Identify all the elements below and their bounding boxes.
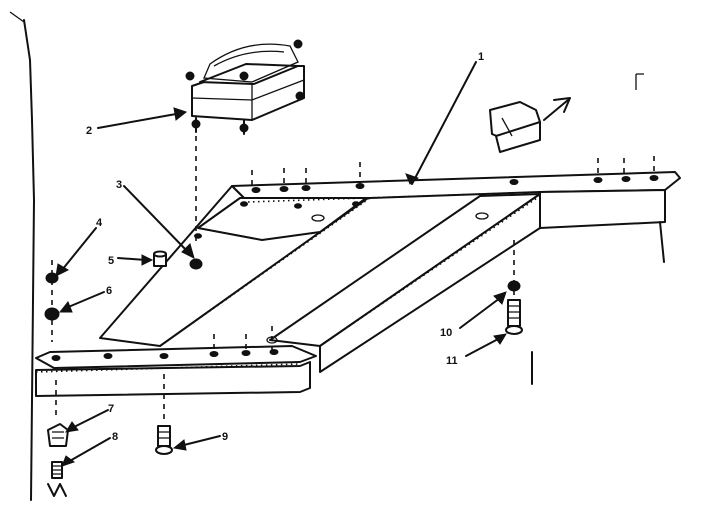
center-rail-side — [319, 193, 541, 373]
stray-mark — [659, 221, 665, 263]
right-fasteners — [505, 240, 523, 335]
left-washers — [44, 260, 60, 342]
callout-6: 6 — [106, 285, 112, 297]
front-rail-fasteners — [51, 326, 279, 361]
callout-5: 5 — [108, 255, 114, 267]
stray-mark — [635, 73, 644, 90]
callout-4: 4 — [96, 217, 103, 229]
grommet — [189, 258, 203, 270]
leader-lines — [55, 61, 507, 467]
lower-left-hardware — [47, 380, 69, 497]
back-rail-fasteners — [194, 156, 659, 239]
relay-box — [185, 39, 305, 135]
front-rail-face — [35, 361, 311, 397]
front-rail-bend — [35, 363, 301, 373]
spacer — [153, 250, 167, 267]
back-rail-face — [539, 189, 666, 229]
wall-edge-top — [9, 11, 25, 23]
callout-9: 9 — [222, 431, 228, 443]
callout-7: 7 — [108, 403, 114, 415]
plate-slot — [311, 214, 325, 222]
callout-labels: 1 2 3 4 5 6 7 8 9 10 11 — [86, 51, 484, 443]
angle-bracket — [489, 97, 571, 153]
callout-10: 10 — [440, 327, 452, 339]
wall-edge — [23, 19, 35, 501]
mounting-plate — [197, 197, 367, 241]
back-rail-bend — [247, 191, 541, 203]
callout-11: 11 — [446, 355, 458, 367]
rail-slot — [475, 212, 489, 220]
callout-1: 1 — [478, 51, 484, 63]
callout-3: 3 — [116, 179, 122, 191]
callout-8: 8 — [112, 431, 118, 443]
front-screw — [155, 374, 173, 455]
callout-2: 2 — [86, 125, 92, 137]
